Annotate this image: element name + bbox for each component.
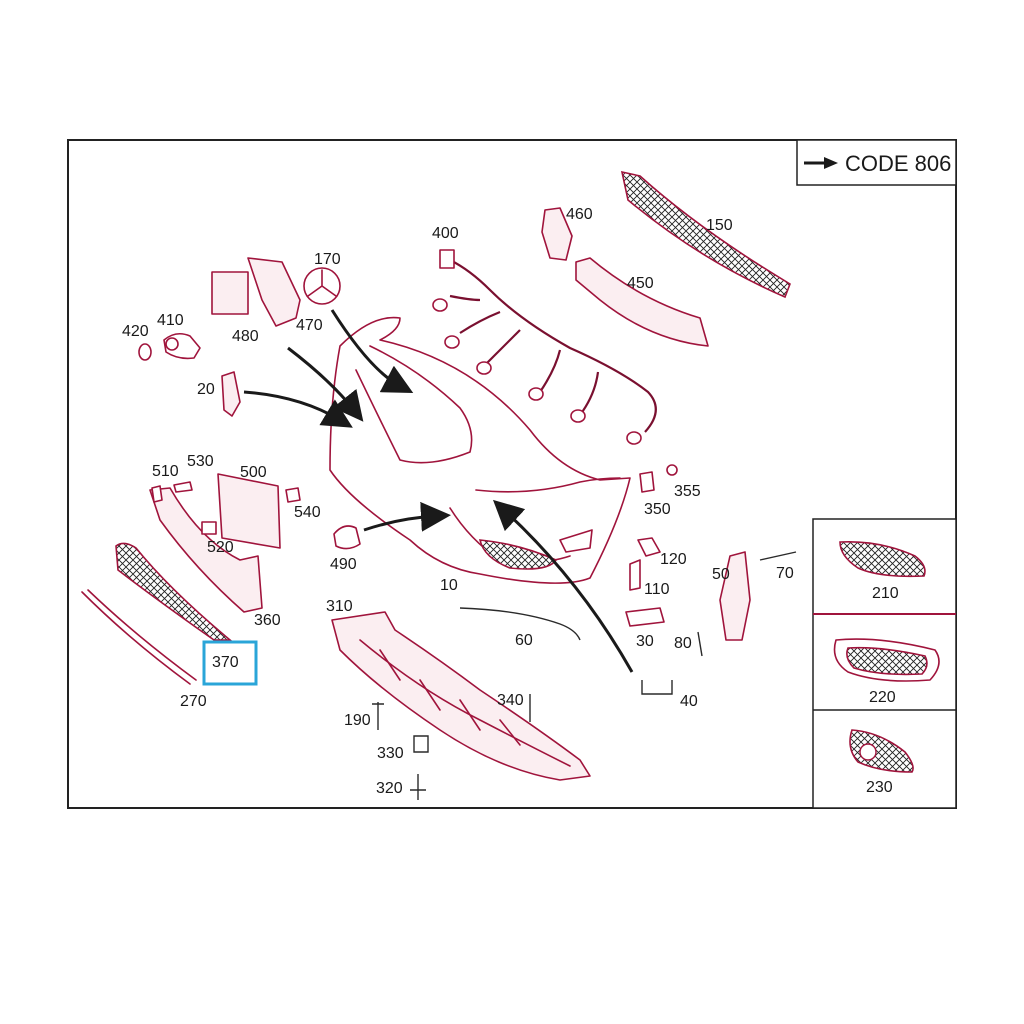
label-10: 10 bbox=[440, 577, 458, 594]
part-450-support[interactable] bbox=[575, 257, 709, 347]
label-370: 370 bbox=[212, 654, 239, 671]
part-120-clip[interactable] bbox=[637, 537, 661, 557]
part-530-screw[interactable] bbox=[173, 481, 193, 493]
part-410-sensor[interactable] bbox=[163, 332, 201, 360]
label-70: 70 bbox=[776, 565, 794, 582]
part-420-sensor-ring[interactable] bbox=[138, 343, 152, 361]
label-460: 460 bbox=[566, 206, 593, 223]
label-350: 350 bbox=[644, 501, 671, 518]
part-540-plug[interactable] bbox=[285, 487, 301, 503]
part-360-lower-frame[interactable] bbox=[149, 487, 263, 613]
arrow-490 bbox=[363, 501, 451, 532]
part-480-module[interactable] bbox=[211, 271, 249, 315]
part-30-cap[interactable] bbox=[625, 607, 665, 627]
part-70-rivet[interactable] bbox=[759, 551, 797, 561]
label-50: 50 bbox=[712, 566, 730, 583]
part-270-trim-strip[interactable] bbox=[81, 589, 197, 685]
label-110: 110 bbox=[644, 581, 670, 598]
trim-inset-panel bbox=[812, 518, 957, 809]
arrow-20 bbox=[243, 390, 353, 428]
label-210: 210 bbox=[872, 585, 899, 602]
label-540: 540 bbox=[294, 504, 321, 521]
part-50-bracket[interactable] bbox=[719, 551, 751, 641]
code-label: CODE 806 bbox=[845, 151, 951, 176]
highlight-box-370 bbox=[202, 640, 258, 686]
part-20-clip[interactable] bbox=[221, 371, 241, 417]
part-400-wiring-harness[interactable] bbox=[432, 249, 657, 445]
part-190-bolt[interactable] bbox=[372, 702, 384, 730]
label-320: 320 bbox=[376, 780, 403, 797]
label-530: 530 bbox=[187, 453, 214, 470]
part-330-clip[interactable] bbox=[413, 735, 429, 753]
label-340: 340 bbox=[497, 692, 524, 709]
label-270: 270 bbox=[180, 693, 207, 710]
label-170: 170 bbox=[314, 251, 341, 268]
label-400: 400 bbox=[432, 225, 459, 242]
label-510: 510 bbox=[152, 463, 179, 480]
label-20: 20 bbox=[197, 381, 215, 398]
part-40-clip[interactable] bbox=[641, 680, 673, 695]
arrow-170 bbox=[330, 309, 414, 394]
arrow-40 bbox=[492, 499, 634, 673]
part-60-strip[interactable] bbox=[459, 607, 581, 641]
code-box: CODE 806 bbox=[796, 139, 957, 186]
part-370-lower-grille[interactable] bbox=[115, 542, 233, 641]
label-480: 480 bbox=[232, 328, 259, 345]
part-510-bolt[interactable] bbox=[151, 485, 163, 503]
label-220: 220 bbox=[869, 689, 896, 706]
part-230-fog-cover[interactable] bbox=[849, 729, 914, 773]
label-40: 40 bbox=[680, 693, 698, 710]
label-410: 410 bbox=[157, 312, 184, 329]
part-500-plate-bracket[interactable] bbox=[217, 473, 281, 549]
label-360: 360 bbox=[254, 612, 281, 629]
label-470: 470 bbox=[296, 317, 323, 334]
label-520: 520 bbox=[207, 539, 234, 556]
part-310-underbody-panel[interactable] bbox=[331, 611, 591, 781]
label-30: 30 bbox=[636, 633, 654, 650]
label-310: 310 bbox=[326, 598, 353, 615]
part-460-bracket[interactable] bbox=[541, 207, 573, 261]
part-210-grille-insert[interactable] bbox=[839, 540, 926, 578]
part-80-screw[interactable] bbox=[697, 631, 703, 657]
label-150: 150 bbox=[706, 217, 733, 234]
diagram-frame bbox=[67, 139, 957, 809]
label-120: 120 bbox=[660, 551, 687, 568]
label-190: 190 bbox=[344, 712, 371, 729]
part-170-emblem[interactable] bbox=[303, 267, 341, 305]
part-520-clip[interactable] bbox=[201, 521, 217, 535]
part-320-screw[interactable] bbox=[410, 774, 426, 800]
label-80: 80 bbox=[674, 635, 692, 652]
label-355: 355 bbox=[674, 483, 701, 500]
part-490-sensor[interactable] bbox=[333, 525, 361, 550]
part-110-fastener[interactable] bbox=[629, 559, 641, 591]
label-450: 450 bbox=[627, 275, 654, 292]
part-470-bracket[interactable] bbox=[247, 257, 301, 327]
label-230: 230 bbox=[866, 779, 893, 796]
label-330: 330 bbox=[377, 745, 404, 762]
label-490: 490 bbox=[330, 556, 357, 573]
label-60: 60 bbox=[515, 632, 533, 649]
part-350-clip[interactable] bbox=[639, 471, 655, 493]
label-420: 420 bbox=[122, 323, 149, 340]
part-150-upper-grille[interactable] bbox=[620, 170, 791, 299]
part-355-screw[interactable] bbox=[666, 464, 678, 476]
label-500: 500 bbox=[240, 464, 267, 481]
